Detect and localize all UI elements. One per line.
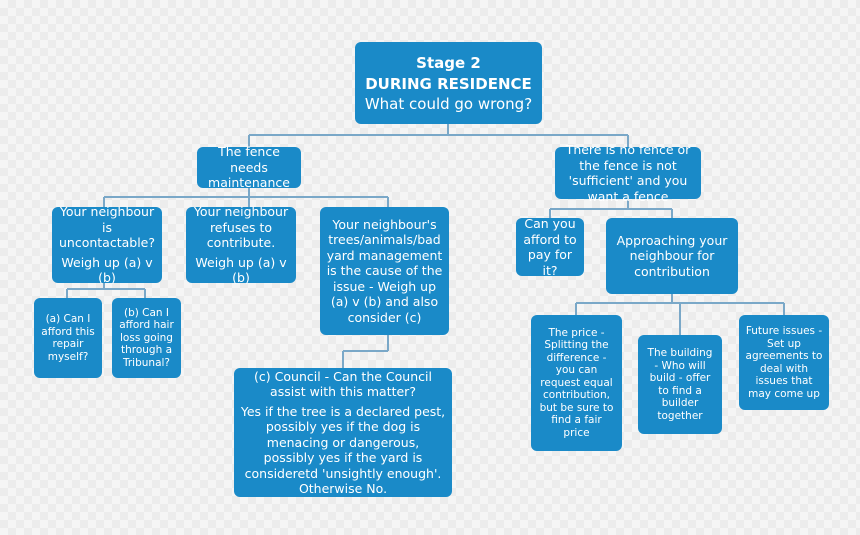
price-node: The price - Splitting the difference - y… xyxy=(531,315,622,451)
option-b-text: (b) Can I afford hair loss going through… xyxy=(119,306,174,369)
building-text: The building - Who will build - offer to… xyxy=(647,347,713,422)
no-fence-node: There is no fence or the fence is not 's… xyxy=(555,142,701,204)
fence-maintenance-node: The fence needs maintenance xyxy=(197,144,301,191)
root-node: Stage 2 DURING RESIDENCE What could go w… xyxy=(355,42,542,124)
option-a-node: (a) Can I afford this repair myself? xyxy=(34,298,102,378)
trees-text: Your neighbour's trees/animals/bad yard … xyxy=(326,216,443,325)
root-question: What could go wrong? xyxy=(364,95,533,113)
council-body: Yes if the tree is a declared pest, poss… xyxy=(240,403,446,497)
afford-text: Can you afford to pay for it? xyxy=(523,216,577,278)
no-fence-text: There is no fence or the fence is not 's… xyxy=(565,142,691,204)
council-node: (c) Council - Can the Council assist wit… xyxy=(234,368,452,497)
refuses-text: Your neighbour refuses to contribute. xyxy=(193,204,289,251)
stage-label: Stage 2 xyxy=(416,54,481,72)
fence-maintenance-text: The fence needs maintenance xyxy=(208,144,290,191)
uncontactable-weigh: Weigh up (a) v (b) xyxy=(61,254,153,286)
council-heading: (c) Council - Can the Council assist wit… xyxy=(254,368,432,400)
future-text: Future issues - Set up agreements to dea… xyxy=(745,325,823,400)
root-title: DURING RESIDENCE xyxy=(365,75,532,93)
option-a-text: (a) Can I afford this repair myself? xyxy=(41,313,95,363)
future-node: Future issues - Set up agreements to dea… xyxy=(739,315,829,410)
uncontactable-text: Your neighbour is uncontactable? xyxy=(58,204,155,251)
price-text: The price - Splitting the difference - y… xyxy=(539,326,614,439)
refuses-weigh: Weigh up (a) v (b) xyxy=(195,254,287,286)
afford-node: Can you afford to pay for it? xyxy=(516,216,584,278)
uncontactable-node: Your neighbour is uncontactable? Weigh u… xyxy=(52,204,162,286)
approaching-text: Approaching your neighbour for contribut… xyxy=(616,232,728,279)
trees-node: Your neighbour's trees/animals/bad yard … xyxy=(320,207,449,335)
approaching-node: Approaching your neighbour for contribut… xyxy=(606,218,738,294)
refuses-node: Your neighbour refuses to contribute. We… xyxy=(186,204,296,286)
option-b-node: (b) Can I afford hair loss going through… xyxy=(112,298,181,378)
building-node: The building - Who will build - offer to… xyxy=(638,335,722,434)
